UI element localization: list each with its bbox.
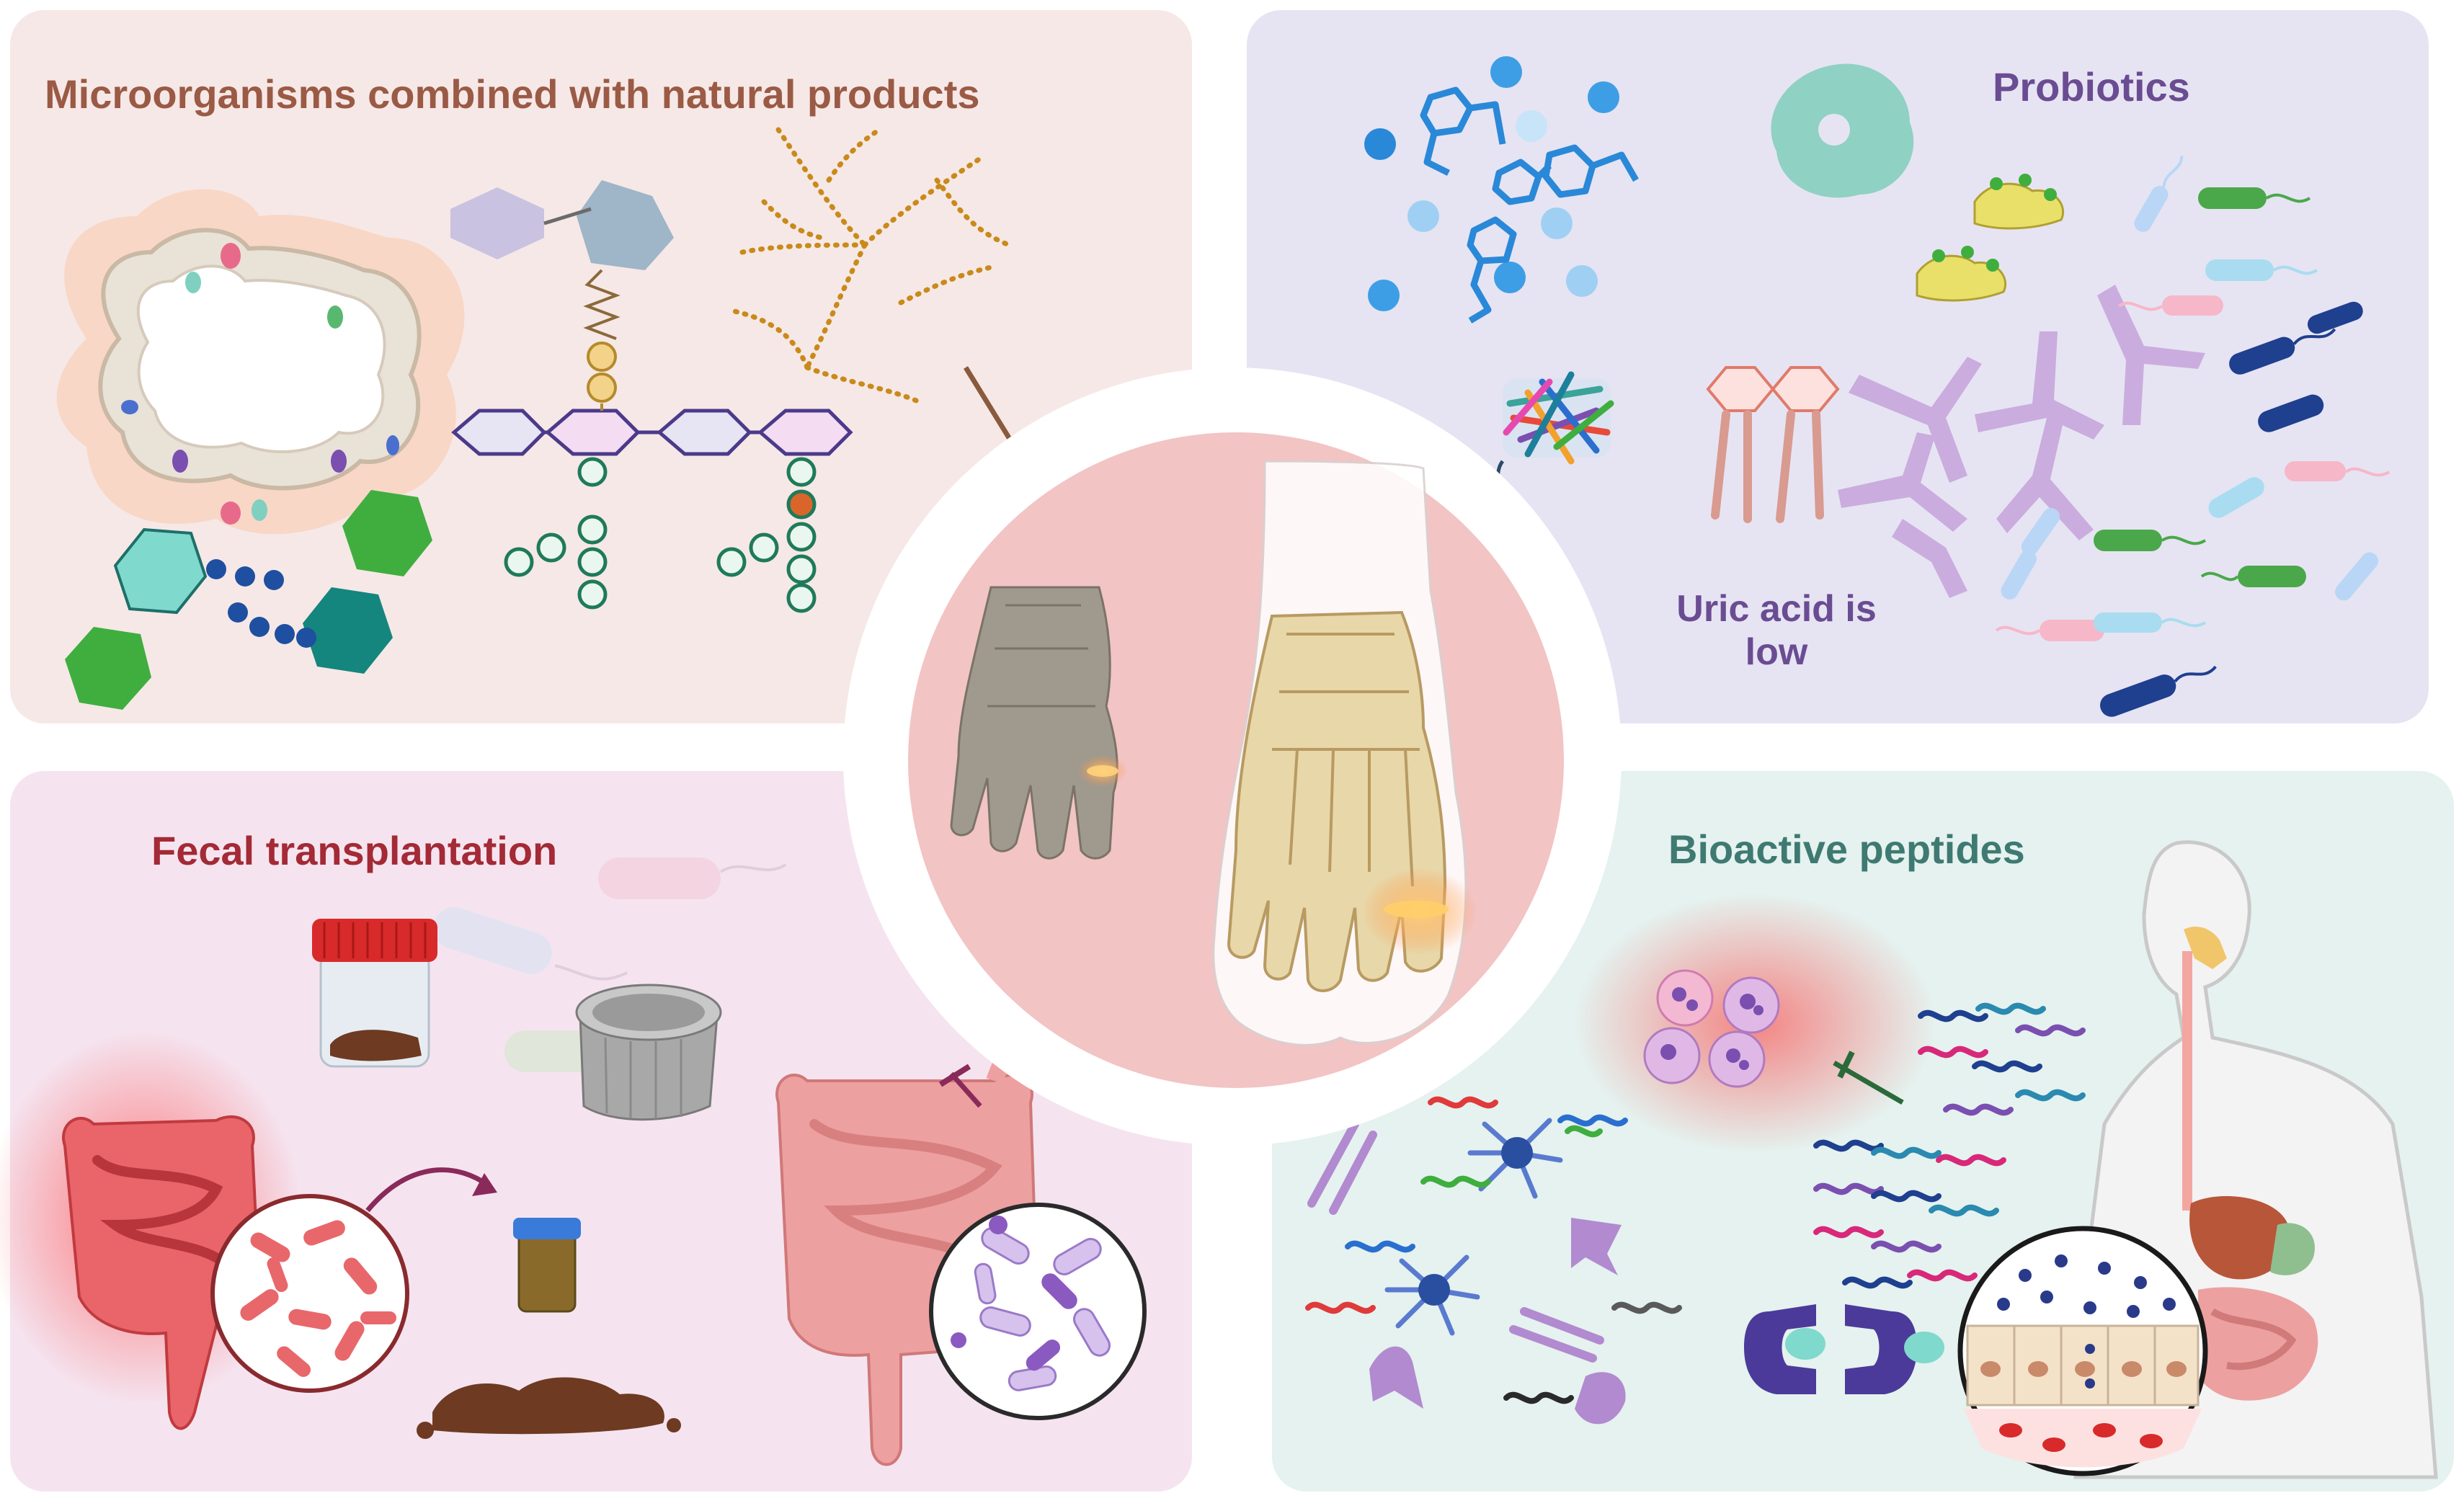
bacteria-magnifier-icon [210, 1194, 409, 1393]
stool-pile-icon [417, 1377, 681, 1439]
bacteria-cluster-icon [1995, 156, 2390, 717]
lipid-hexagons-icon [1706, 366, 1840, 523]
peptides-inhibition-icon [1833, 1051, 1904, 1105]
hexagon-compound-icon [65, 490, 432, 710]
antibodies-icon [1307, 1120, 1626, 1425]
microbiota-magnifier-icon [929, 1203, 1147, 1420]
panel-title-probiotics: Probiotics [1993, 64, 2190, 110]
protein-structure-icon [1483, 371, 1614, 507]
sample-container-icon [312, 919, 437, 1068]
foot-skeleton-gray-icon [950, 586, 1128, 860]
immune-cells-icon [1305, 1096, 1682, 1404]
small-molecules-icon [1364, 56, 1639, 324]
panel-title-bioactive-peptides: Bioactive peptides [1668, 826, 2025, 872]
intestine-cross-section-icon [56, 189, 465, 535]
foot-skeleton-inflamed-icon [1227, 610, 1477, 992]
uric-acid-label-line2: low [1745, 631, 1808, 673]
transfer-arrow-icon [365, 1167, 497, 1213]
bifidobacteria-icon [1838, 285, 2205, 598]
branched-glucan-icon [725, 127, 1012, 406]
transporter-protein-icon [1744, 1304, 1944, 1394]
yellow-particles-icon [1916, 174, 2065, 302]
uric-acid-label-line1: Uric acid is [1676, 588, 1876, 630]
panel-title-microorganisms: Microorganisms combined with natural pro… [45, 71, 980, 117]
panel-title-fecal-transplantation: Fecal transplantation [151, 828, 557, 873]
gut-barrier-magnifier-icon [1957, 1226, 2208, 1476]
polysaccharide-chain-icon [450, 180, 853, 613]
gray-container-icon [575, 984, 722, 1121]
enzyme-ring-icon [1771, 63, 1914, 198]
inflamed-cells-icon [1575, 893, 1935, 1153]
stool-sample-tube-icon [513, 1218, 581, 1313]
peptide-squiggles-icon [1813, 1002, 2086, 1289]
